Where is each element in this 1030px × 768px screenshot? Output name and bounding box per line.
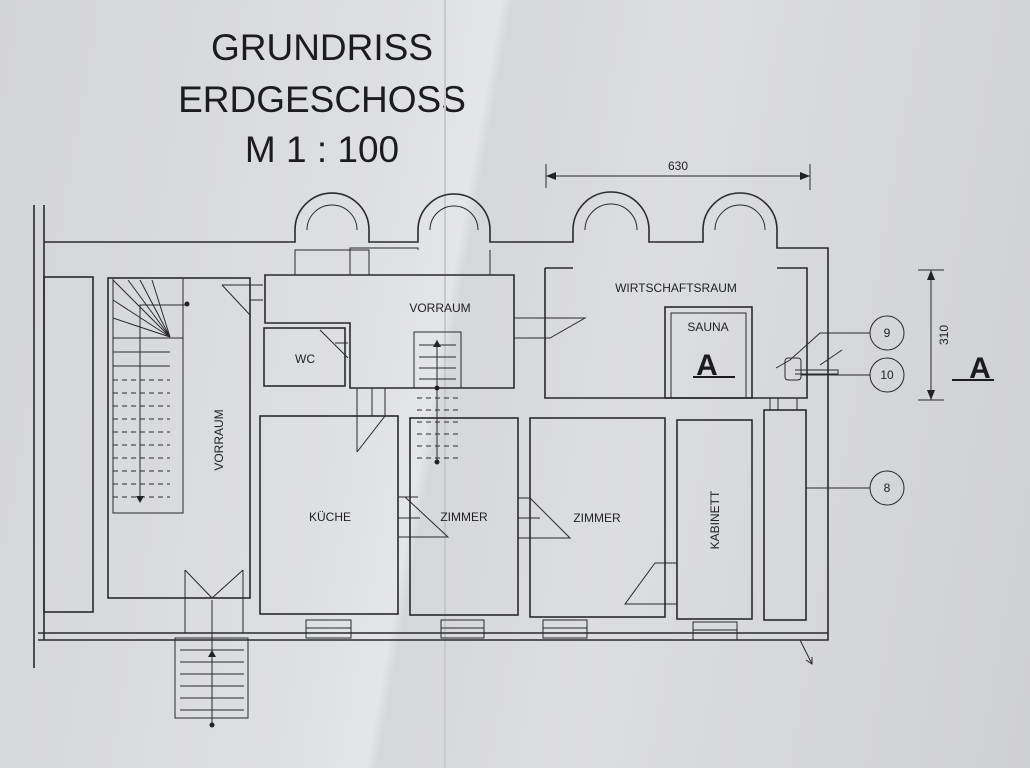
dimension-width: 630 xyxy=(545,159,811,190)
callout-10: 10 xyxy=(880,368,894,382)
label-zimmer-1: ZIMMER xyxy=(440,510,488,524)
outer-walls xyxy=(33,191,829,668)
label-kabinett: KABINETT xyxy=(708,490,722,549)
title-line-2: ERDGESCHOSS xyxy=(178,79,466,120)
label-zimmer-2: ZIMMER xyxy=(573,511,621,525)
callout-8: 8 xyxy=(884,481,891,495)
label-vorraum-top: VORRAUM xyxy=(409,301,470,315)
dimension-height-value: 310 xyxy=(937,325,951,345)
title-line-1: GRUNDRISS xyxy=(211,27,433,68)
label-kueche: KÜCHE xyxy=(309,510,351,524)
dimension-width-value: 630 xyxy=(668,159,688,173)
staircase-left xyxy=(112,277,190,514)
section-mark-inner: A xyxy=(696,349,718,382)
label-wc: WC xyxy=(295,352,315,366)
entrance-stairs xyxy=(174,569,249,728)
doors-windows xyxy=(221,284,813,665)
room-walls xyxy=(43,267,808,621)
label-wirtschaftsraum: WIRTSCHAFTSRAUM xyxy=(615,281,737,295)
callouts: 9 10 8 xyxy=(775,315,905,506)
section-mark-outer: A xyxy=(969,352,991,385)
label-vorraum-left: VORRAUM xyxy=(212,409,226,470)
callout-9: 9 xyxy=(884,326,891,340)
dimension-height: 310 xyxy=(918,269,951,401)
title-scale: M 1 : 100 xyxy=(245,129,399,170)
label-sauna: SAUNA xyxy=(687,320,728,334)
staircase-middle xyxy=(413,331,462,465)
